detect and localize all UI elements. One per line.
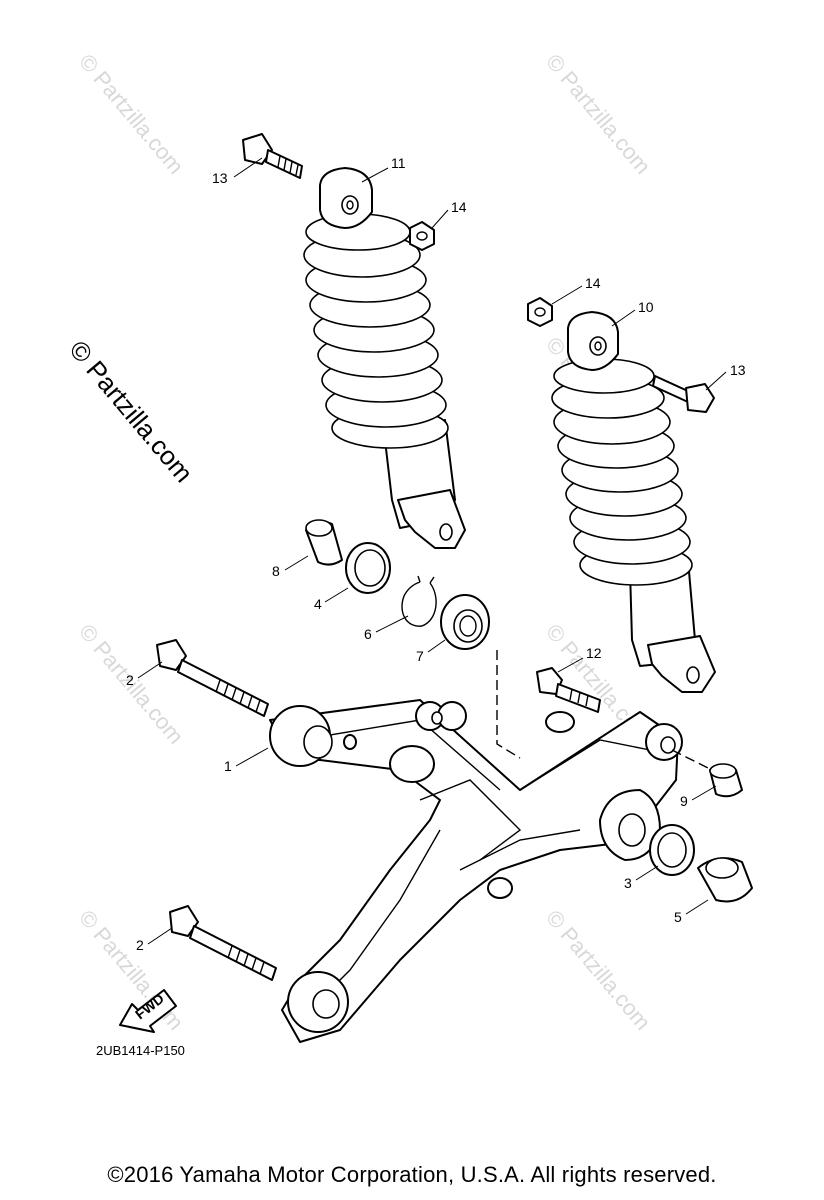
callout-13-upper: 13	[212, 170, 228, 186]
nut-14-right	[527, 297, 553, 327]
bolt-12	[536, 667, 601, 713]
oil-seal-3	[649, 824, 695, 876]
callout-14-right: 14	[585, 275, 601, 291]
callouts: 13 11 14 14 10 13 8 4 6 7 2 12 1 9 3 5 2	[126, 155, 746, 953]
leaders	[137, 157, 727, 945]
callout-3: 3	[624, 875, 632, 891]
circlip-6	[401, 575, 437, 627]
callout-14-upper: 14	[451, 199, 467, 215]
callout-7: 7	[416, 648, 424, 664]
callout-2-lower: 2	[136, 937, 144, 953]
bearing-7	[440, 594, 490, 650]
bolt-13-upper	[242, 133, 303, 179]
watermark: © Partzilla.com	[541, 905, 655, 1035]
shock-absorber-right	[527, 297, 716, 693]
callout-2-upper: 2	[126, 672, 134, 688]
oil-seal-4	[345, 542, 391, 594]
callout-12: 12	[586, 645, 602, 661]
callout-9: 9	[680, 793, 688, 809]
callout-10: 10	[638, 299, 654, 315]
callout-5: 5	[674, 909, 682, 925]
spring-coils	[303, 213, 449, 449]
spring-coils	[551, 358, 693, 586]
callout-1: 1	[224, 758, 232, 774]
collar-5	[697, 857, 753, 903]
shock-absorber-left	[242, 133, 466, 549]
nut-14-upper	[409, 221, 435, 251]
bolt-2-lower	[169, 905, 277, 981]
collar-9	[709, 763, 743, 798]
callout-4: 4	[314, 596, 322, 612]
callout-8: 8	[272, 563, 280, 579]
bolt-13-right	[652, 375, 715, 413]
watermark-prominent: © Partzilla.com	[63, 335, 199, 488]
callout-13-right: 13	[730, 362, 746, 378]
collar-8	[305, 519, 343, 566]
watermark: © Partzilla.com	[74, 49, 188, 179]
copyright-notice: ©2016 Yamaha Motor Corporation, U.S.A. A…	[107, 1162, 717, 1187]
diagram-code: 2UB1414-P150	[96, 1043, 185, 1058]
watermark: © Partzilla.com	[541, 49, 655, 179]
swingarm	[269, 650, 723, 1043]
callout-6: 6	[364, 626, 372, 642]
bolt-2-upper	[156, 639, 269, 717]
callout-11: 11	[391, 155, 406, 171]
